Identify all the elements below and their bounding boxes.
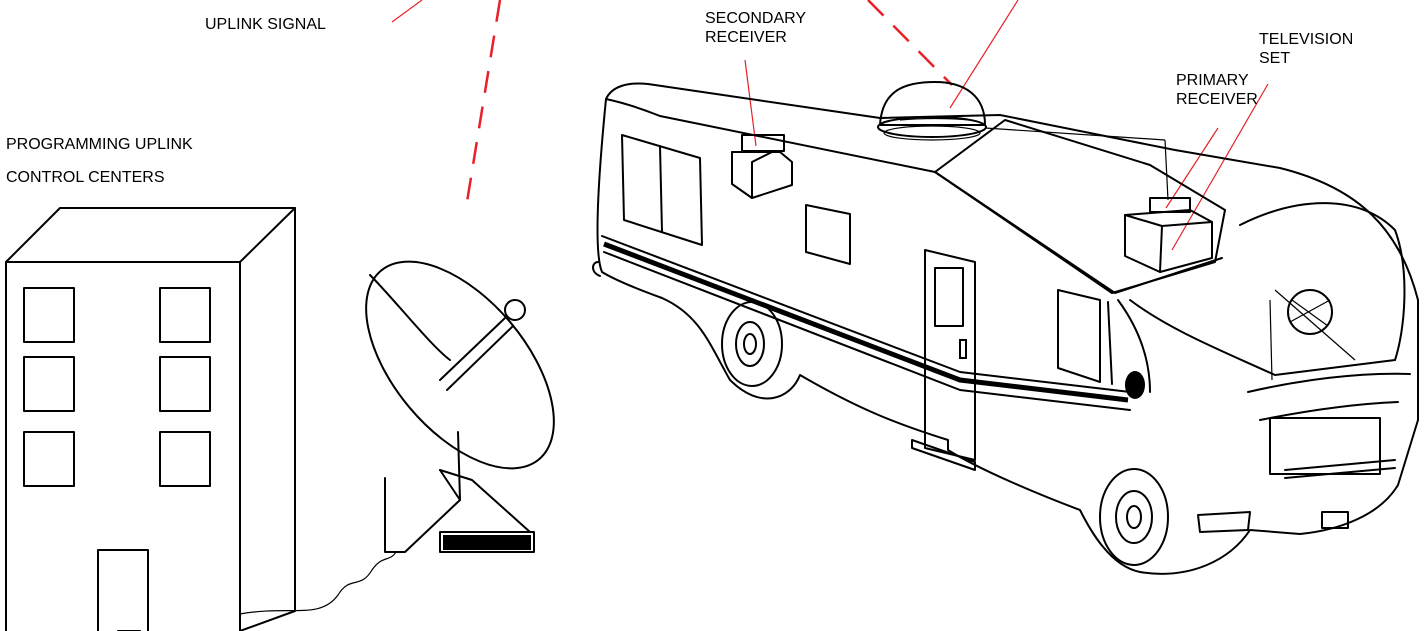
primary-receiver-label: PRIMARY RECEIVER (1176, 71, 1258, 109)
secondary-receiver-box (732, 135, 792, 198)
television-set-label: TELEVISION SET (1259, 30, 1353, 68)
uplink-signal-label: UPLINK SIGNAL (205, 15, 326, 34)
primary-receiver-leader (1166, 128, 1218, 208)
downlink-signal-beam (868, 0, 952, 85)
satellite-antenna-dome (878, 82, 986, 140)
recreational-vehicle (593, 84, 1418, 574)
uplink-signal-leader (392, 0, 422, 22)
uplink-cable (240, 552, 396, 614)
control-center-building (6, 208, 295, 631)
secondary-receiver-label: SECONDARY RECEIVER (705, 9, 806, 47)
uplink-dish (330, 228, 589, 552)
uplink-signal-beam (466, 0, 500, 208)
antenna-leader (950, 0, 1018, 108)
control-centers-label: PROGRAMMING UPLINK CONTROL CENTERS (6, 128, 193, 194)
